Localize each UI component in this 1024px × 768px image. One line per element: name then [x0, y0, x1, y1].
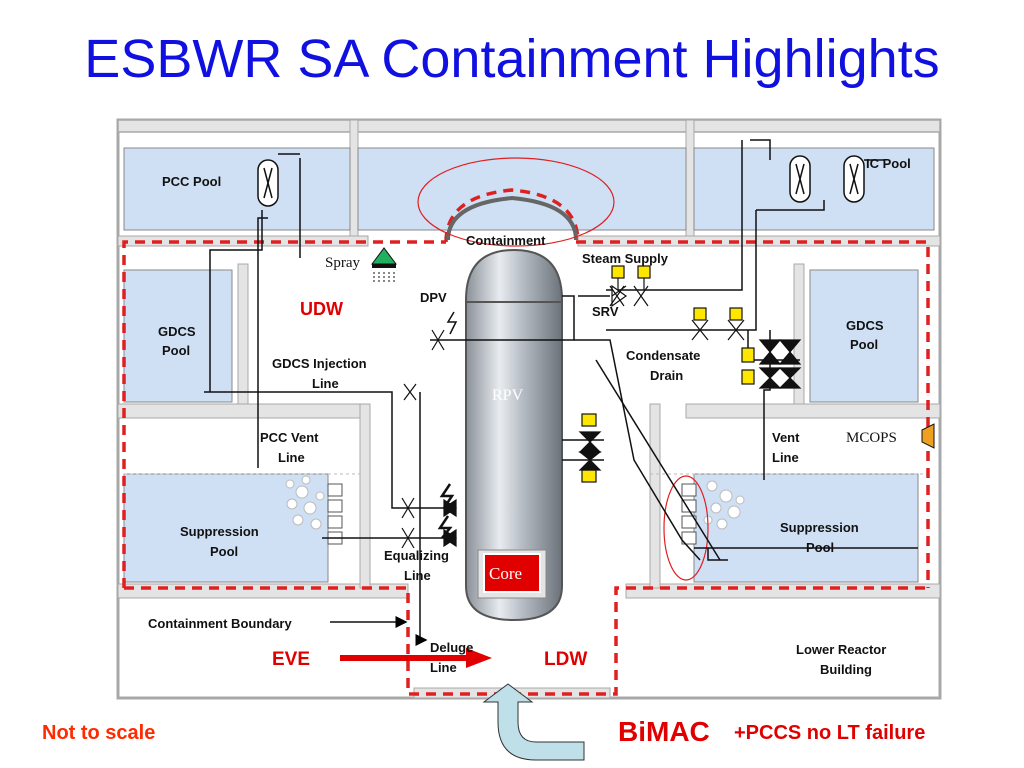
equalizing-line-label-2: Line: [404, 568, 431, 583]
pools: [123, 147, 935, 583]
suppression-pool-left-label-2: Pool: [210, 544, 238, 559]
eve-arrow: [340, 648, 492, 668]
rpv-label: RPV: [492, 387, 524, 404]
suppression-pool-left-label-1: Suppression: [180, 524, 259, 539]
udw-label: UDW: [300, 299, 343, 319]
valves: [401, 265, 802, 549]
rpv-vessel: [465, 248, 563, 622]
suppression-pool-right-label-2: Pool: [806, 540, 834, 555]
rpv-side-valves: [578, 413, 602, 483]
ic-pool-label: IC Pool: [866, 156, 911, 171]
pccs-note: +PCCS no LT failure: [734, 722, 926, 744]
dpv-label: DPV: [420, 290, 447, 305]
condensate-drain-label-2: Drain: [650, 368, 683, 383]
srv-label: SRV: [592, 304, 619, 319]
suppression-pool-left: [123, 473, 329, 583]
gdcs-pool-left-label-2: Pool: [162, 343, 190, 358]
condensate-valves: [691, 307, 745, 341]
drain-check-valves: [741, 339, 802, 389]
containment-label: Containment: [466, 233, 546, 248]
condensate-drain-label-1: Condensate: [626, 348, 700, 363]
ldw-label: LDW: [544, 649, 587, 670]
dpv-valve: [431, 311, 458, 351]
vent-line-label-1: Vent: [772, 430, 800, 445]
core-box: [483, 553, 541, 593]
gdcs-pool-right-label-1: GDCS: [846, 318, 884, 333]
gdcs-squib-valves: [401, 383, 458, 549]
deluge-line-label-1: Deluge: [430, 640, 473, 655]
pcc-vent-label-2: Line: [278, 450, 305, 465]
pcc-vent-label-1: PCC Vent: [260, 430, 319, 445]
suppression-pool-right: [693, 473, 919, 583]
gdcs-pool-left-label-1: GDCS: [158, 324, 196, 339]
steam-supply-label: Steam Supply: [582, 251, 669, 266]
piping: [204, 139, 918, 646]
gdcs-pool-left: [123, 269, 233, 403]
lower-reactor-building-label-1: Lower Reactor: [796, 642, 886, 657]
upper-pool-center: [357, 147, 687, 231]
mcops-label: MCOPS: [846, 430, 897, 446]
spray-icon: [371, 247, 397, 282]
pcc-pool-label: PCC Pool: [162, 174, 221, 189]
not-to-scale-note: Not to scale: [42, 722, 156, 744]
deluge-line-label-2: Line: [430, 660, 457, 675]
steam-supply-valves: [609, 265, 651, 308]
gdcs-pool-right-label-2: Pool: [850, 337, 878, 352]
vent-line-label-2: Line: [772, 450, 799, 465]
equalizing-line-label-1: Equalizing: [384, 548, 449, 563]
bimac-arrow: [482, 683, 585, 761]
spray-label: Spray: [325, 255, 360, 271]
gdcs-pool-right: [809, 269, 919, 403]
core-label: Core: [489, 564, 522, 583]
eve-label: EVE: [272, 649, 310, 670]
lower-reactor-building-label-2: Building: [820, 662, 872, 677]
gdcs-injection-label-1: GDCS Injection: [272, 356, 367, 371]
containment-boundary-label: Containment Boundary: [148, 616, 292, 631]
slide-title: ESBWR SA Containment Highlights: [84, 29, 940, 89]
heat-exchangers: [257, 155, 865, 207]
containment-dome: [417, 157, 709, 581]
ic-pool: [693, 147, 935, 231]
gdcs-injection-label-2: Line: [312, 376, 339, 391]
mcops-icon: [921, 423, 935, 449]
pcc-pool: [123, 147, 351, 231]
bimac-label: BiMAC: [618, 716, 710, 747]
suppression-pool-right-label-1: Suppression: [780, 520, 859, 535]
bubbles: [285, 475, 745, 530]
